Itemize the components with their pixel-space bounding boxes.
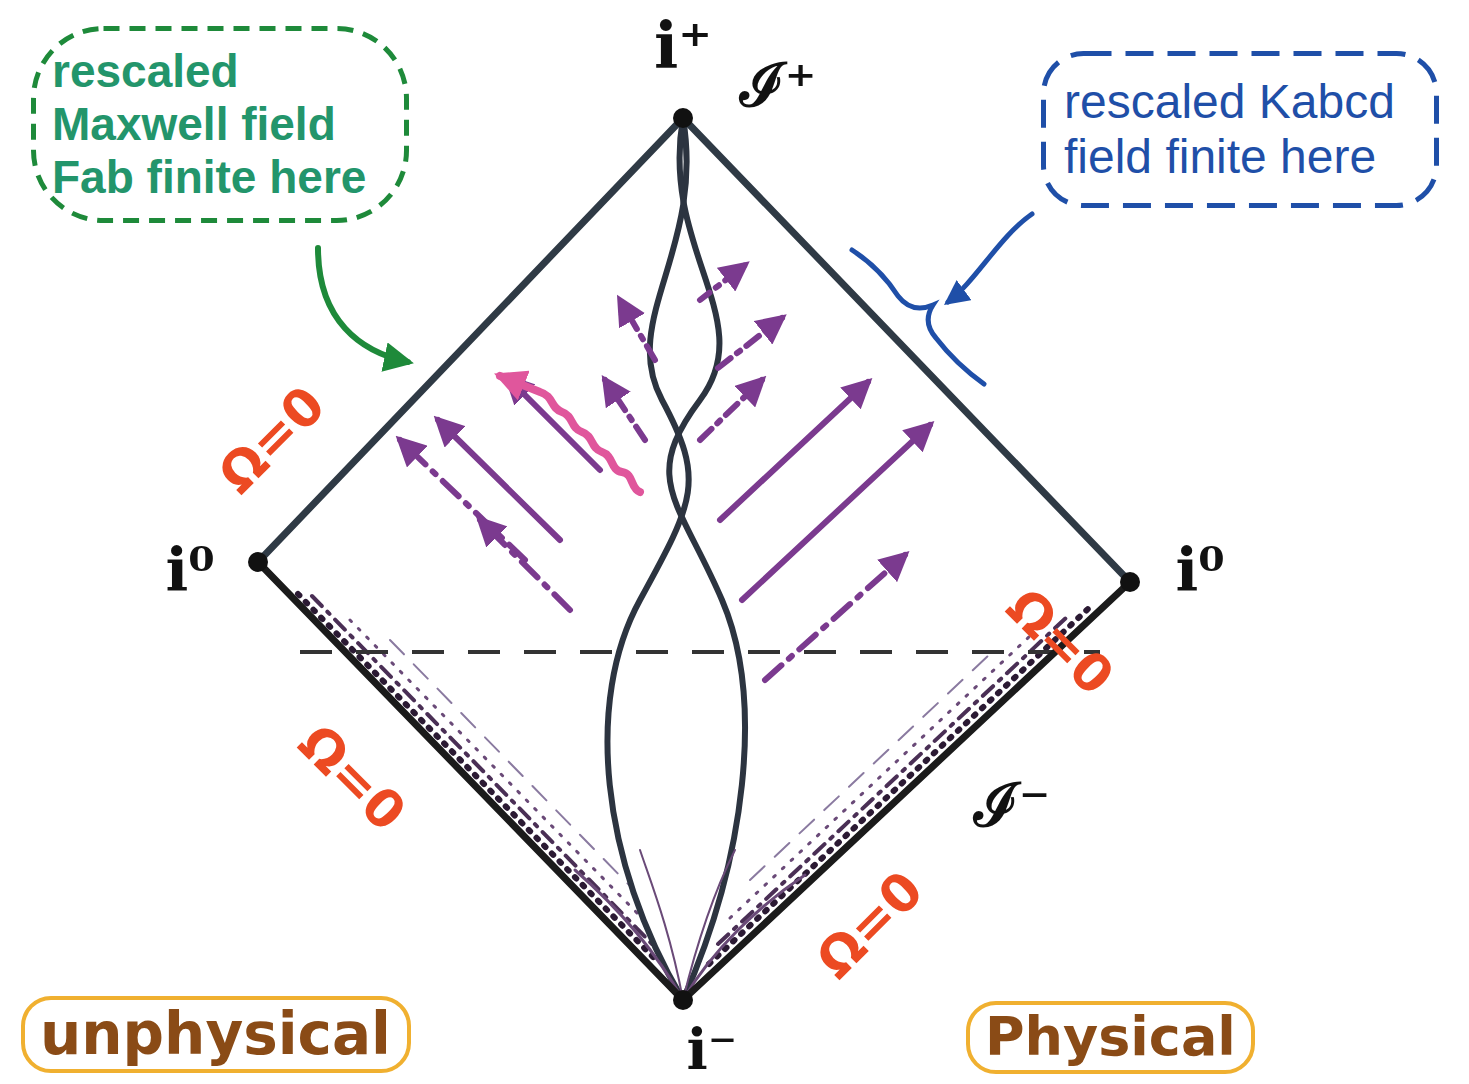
infinity-label: i⁺ <box>654 10 712 80</box>
infinity-label: i⁰ <box>1175 537 1224 603</box>
world-lines <box>575 118 805 1000</box>
outline-shape <box>23 998 409 1071</box>
region-tag: Physical <box>965 1000 1256 1074</box>
boundary-label: Ω=0 <box>996 578 1124 706</box>
wavy-arrow <box>500 376 640 492</box>
brace <box>852 250 984 384</box>
leader-arrow <box>948 214 1032 302</box>
boundary-label: Ω=0 <box>806 861 934 989</box>
outline-shape <box>1044 54 1437 206</box>
region-text: unphysical <box>40 1001 391 1068</box>
dashed-slice <box>300 650 1100 654</box>
infinity-points <box>248 108 1140 1010</box>
callout-box: rescaled Kabcd field finite here <box>1040 50 1440 208</box>
callout-cloud: rescaled Maxwell field Fab finite here <box>30 25 410 224</box>
infinity-label: i⁻ <box>687 1019 738 1081</box>
shading <box>298 594 1089 964</box>
callout-text: rescaled Maxwell field Fab finite here <box>52 45 388 204</box>
outline-shape <box>34 29 407 221</box>
scri-label: ℐ⁺ <box>740 52 817 118</box>
callout-text: rescaled Kabcd field finite here <box>1064 74 1416 184</box>
region-tag: unphysical <box>20 995 411 1074</box>
infinity-label: i⁰ <box>165 537 214 603</box>
outline <box>1040 50 1440 209</box>
outline-shape <box>968 1003 1253 1072</box>
region-text: Physical <box>985 1006 1236 1068</box>
leader-arrow <box>318 248 408 362</box>
boundary-label: Ω=0 <box>288 714 416 842</box>
boundary-label: Ω=0 <box>208 376 336 504</box>
scri-label: ℐ⁻ <box>974 772 1051 838</box>
penrose-boundary <box>258 118 1130 1000</box>
